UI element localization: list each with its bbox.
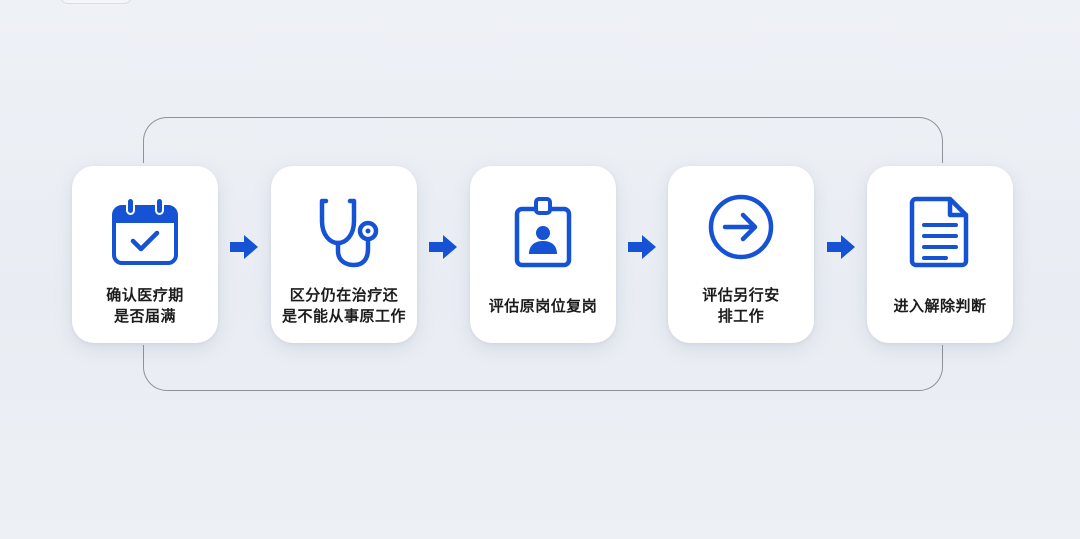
step-label-line: 是否届满	[113, 307, 176, 325]
step-label: 评估原岗位复岗	[474, 284, 612, 328]
right-arrow-icon	[827, 235, 855, 259]
step-label-line: 排工作	[717, 307, 765, 325]
step-card-confirm-period: 确认医疗期 是否届满	[72, 166, 218, 343]
step-label-line: 是不能从事原工作	[281, 307, 406, 325]
id-badge-icon	[514, 197, 572, 268]
calendar-check-icon	[112, 197, 178, 265]
step-label-line: 区分仍在治疗还	[289, 286, 399, 304]
step-label-line: 评估原岗位复岗	[488, 296, 598, 315]
step-label-line: 进入解除判断	[893, 296, 987, 315]
corner-tab	[60, 0, 132, 4]
arrow-circle-right-icon	[708, 194, 774, 260]
step-label: 区分仍在治疗还 是不能从事原工作	[275, 284, 413, 328]
step-card-termination-judgment: 进入解除判断	[867, 166, 1013, 343]
step-label: 评估另行安 排工作	[672, 284, 810, 328]
step-label: 进入解除判断	[871, 284, 1009, 328]
step-card-return-original-post: 评估原岗位复岗	[470, 166, 616, 343]
step-card-reassign-work: 评估另行安 排工作	[668, 166, 814, 343]
stethoscope-icon	[319, 198, 379, 268]
step-label-line: 确认医疗期	[106, 286, 184, 304]
right-arrow-icon	[230, 235, 258, 259]
document-icon	[909, 196, 969, 268]
step-card-treatment-status: 区分仍在治疗还 是不能从事原工作	[271, 166, 417, 343]
step-label: 确认医疗期 是否届满	[76, 284, 214, 328]
step-label-line: 评估另行安	[702, 286, 780, 304]
top-bracket-line	[143, 117, 943, 163]
right-arrow-icon	[429, 235, 457, 259]
right-arrow-icon	[628, 235, 656, 259]
bottom-bracket-line	[143, 345, 943, 391]
